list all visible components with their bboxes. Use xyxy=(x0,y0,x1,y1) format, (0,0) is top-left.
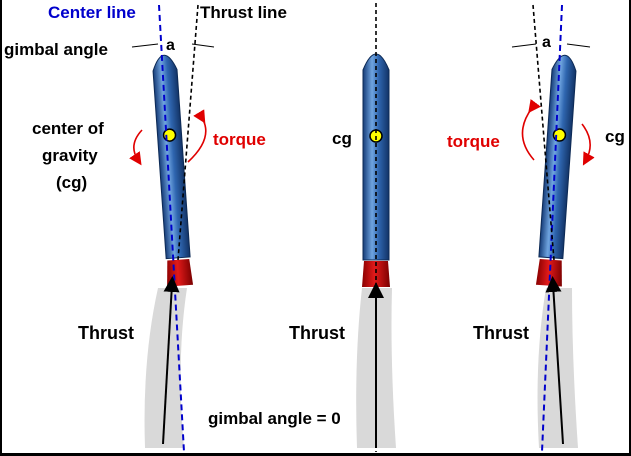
right-gimbal-tick-a xyxy=(511,43,537,48)
left-torque-arrow-left xyxy=(129,129,143,166)
gimbal-zero-label: gimbal angle = 0 xyxy=(208,409,341,428)
left-rocket-body xyxy=(152,54,191,260)
left-thrust-label: Thrust xyxy=(78,323,134,343)
left-thrust-arrow xyxy=(162,276,180,445)
right-rocket-group xyxy=(511,4,595,453)
center-thrust-label: Thrust xyxy=(289,323,345,343)
left-angle-symbol: a xyxy=(166,37,175,54)
left-rocket-nozzle xyxy=(167,259,194,287)
right-thrust-arrow xyxy=(545,276,564,445)
center-line-label: Center line xyxy=(48,3,136,22)
center-rocket-group xyxy=(356,3,396,452)
left-thrust-plume xyxy=(144,288,187,448)
cog-label-line2: gravity xyxy=(42,146,98,165)
right-torque-label: torque xyxy=(447,132,500,151)
center-cg-label: cg xyxy=(332,129,352,148)
right-gimbal-tick-b xyxy=(566,43,591,48)
left-center-line xyxy=(158,4,185,453)
right-torque-arrow-left xyxy=(521,99,541,161)
gimbal-angle-label: gimbal angle xyxy=(4,40,108,59)
thrust-line-label: Thrust line xyxy=(200,3,287,22)
left-thrust-line xyxy=(177,4,199,261)
right-rocket-body xyxy=(538,54,577,260)
left-gimbal-tick-b xyxy=(191,43,215,48)
left-gimbal-tick-a xyxy=(131,43,159,48)
right-cg-label: cg xyxy=(605,127,625,146)
right-torque-arrow-right xyxy=(581,123,595,166)
cog-label-line3: (cg) xyxy=(56,173,87,192)
left-torque-arrow-right xyxy=(187,109,207,163)
right-rocket-nozzle xyxy=(535,258,562,287)
right-cg-marker xyxy=(552,128,567,142)
center-rocket-nozzle xyxy=(362,261,390,287)
cog-label-line1: center of xyxy=(32,119,104,138)
right-thrust-label: Thrust xyxy=(473,323,529,343)
right-thrust-line xyxy=(532,4,555,261)
left-torque-label: torque xyxy=(213,130,266,149)
right-angle-symbol: a xyxy=(542,34,551,51)
left-rocket-group xyxy=(129,4,215,453)
